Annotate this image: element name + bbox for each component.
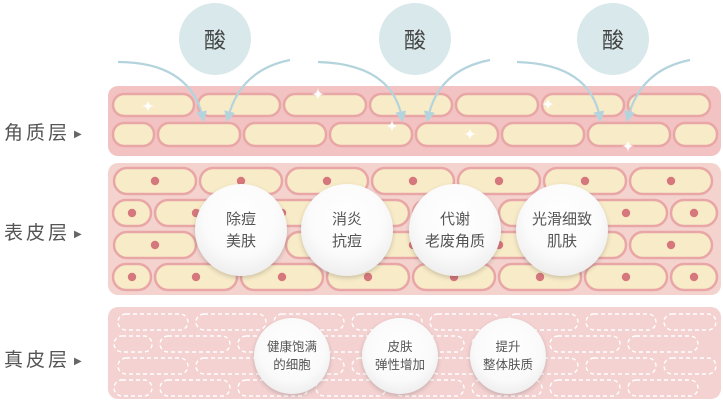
- cell-nucleus: [689, 208, 699, 218]
- benefit-text: 皮肤 弹性增加: [374, 339, 425, 372]
- fibroblast-outline: [471, 379, 543, 397]
- benefit-text: 光滑细致 肌肤: [531, 210, 592, 250]
- stratum-corneum-cells: [111, 92, 719, 148]
- cell-nucleus: [277, 272, 287, 282]
- cell-nucleus: [191, 272, 201, 282]
- cell-nucleus: [322, 176, 332, 186]
- sparkle-icon: [141, 99, 155, 113]
- triangle-right-icon: ▶: [74, 356, 82, 367]
- acid-arrow: [624, 58, 691, 123]
- acid-label: 酸: [601, 29, 624, 54]
- cell-nucleus: [621, 208, 631, 218]
- fibroblast-outline: [585, 313, 657, 331]
- sparkle-icon: [621, 139, 635, 153]
- cell-nucleus: [150, 176, 160, 186]
- fibroblast-outline: [159, 335, 231, 353]
- fibroblast-outline: [195, 313, 267, 331]
- benefit-bubble-exfoliation: 代谢 老废角质: [409, 184, 501, 276]
- acid-arrow: [317, 60, 407, 123]
- cell-nucleus: [535, 272, 545, 282]
- corneocyte-cell: [414, 121, 500, 148]
- stratum-corneum-band: [108, 86, 721, 156]
- sparkle-icon: [463, 127, 477, 141]
- corneocyte-cell: [454, 92, 540, 118]
- corneocyte-cell: [586, 121, 672, 148]
- corneocyte-cell: [156, 121, 242, 148]
- sparkle-decorations: [141, 87, 635, 153]
- cell-nucleus: [363, 272, 373, 282]
- corneocyte-cell: [328, 121, 414, 148]
- fibroblast-outline: [117, 313, 189, 331]
- fibroblast-outline: [507, 313, 579, 331]
- layer-label-epidermis: 表皮层▶: [4, 218, 82, 245]
- acid-penetration-arrows: [117, 58, 691, 123]
- corneocyte-cell: [368, 92, 454, 118]
- triangle-right-icon: ▶: [74, 229, 82, 240]
- cell-nucleus: [494, 176, 504, 186]
- benefit-text: 代谢 老废角质: [424, 210, 485, 250]
- fibroblast-outline: [663, 313, 717, 331]
- layer-label-text: 表皮层: [4, 222, 71, 244]
- triangle-right-icon: ▶: [74, 129, 82, 140]
- benefit-bubble-healthy-cells: 健康饱满 的细胞: [254, 318, 330, 394]
- cell-nucleus: [666, 176, 676, 186]
- corneocyte-cell: [242, 121, 328, 148]
- benefit-text: 除痘 美肤: [225, 210, 256, 250]
- corneocyte-cell: [196, 92, 282, 118]
- layer-label-text: 角质层: [4, 122, 71, 144]
- fibroblast-outline: [627, 379, 699, 397]
- cell-nucleus: [666, 240, 676, 250]
- fibroblast-outline: [113, 335, 153, 353]
- sparkle-icon: [385, 119, 399, 133]
- fibroblast-outline: [117, 357, 189, 375]
- acid-label: 酸: [203, 29, 226, 54]
- benefit-text: 消炎 抗痘: [331, 210, 362, 250]
- acid-arrow: [423, 58, 491, 123]
- fibroblast-outline: [507, 357, 579, 375]
- acid-arrow: [117, 60, 207, 123]
- acid-arrow: [516, 60, 605, 123]
- benefit-text: 健康饱满 的细胞: [266, 339, 317, 372]
- fibroblast-outline: [159, 379, 231, 397]
- cell-nucleus: [689, 272, 699, 282]
- benefit-text: 提升 整体肤质: [482, 339, 533, 372]
- fibroblast-outline: [627, 335, 699, 353]
- cell-nucleus: [127, 208, 137, 218]
- benefit-bubble-smooth-skin: 光滑细致 肌肤: [516, 184, 608, 276]
- corneocyte-cell: [282, 92, 368, 118]
- cell-nucleus: [236, 176, 246, 186]
- layer-label-stratum-corneum: 角质层▶: [4, 118, 82, 145]
- benefit-bubble-elasticity: 皮肤 弹性增加: [362, 318, 438, 394]
- fibroblast-outline: [113, 379, 153, 397]
- fibroblast-outline: [585, 357, 657, 375]
- acid-circle-3: 酸: [577, 3, 649, 75]
- corneocyte-cell: [672, 121, 719, 148]
- acid-circle-2: 酸: [379, 3, 451, 75]
- corneocyte-cell: [111, 121, 156, 148]
- acid-label: 酸: [403, 29, 426, 54]
- fibroblast-outline: [663, 357, 717, 375]
- benefit-bubble-skin-quality: 提升 整体肤质: [470, 318, 546, 394]
- sparkle-icon: [541, 97, 555, 111]
- corneocyte-cell: [500, 121, 586, 148]
- layer-label-text: 真皮层: [4, 349, 71, 371]
- fibroblast-outline: [549, 335, 621, 353]
- fibroblast-outline: [393, 379, 465, 397]
- corneocyte-cell: [111, 92, 196, 118]
- benefit-bubble-acne-beauty: 除痘 美肤: [195, 184, 287, 276]
- layer-label-dermis: 真皮层▶: [4, 345, 82, 372]
- cell-nucleus: [127, 272, 137, 282]
- cell-nucleus: [580, 176, 590, 186]
- corneocyte-cell: [626, 92, 712, 118]
- cell-nucleus: [408, 176, 418, 186]
- benefit-bubble-anti-inflammation: 消炎 抗痘: [301, 184, 393, 276]
- cell-nucleus: [621, 272, 631, 282]
- cell-nucleus: [150, 240, 160, 250]
- sparkle-icon: [311, 87, 325, 101]
- fibroblast-outline: [549, 379, 621, 397]
- acid-arrow: [224, 58, 291, 123]
- corneocyte-cell: [540, 92, 626, 118]
- acid-circle-1: 酸: [179, 3, 251, 75]
